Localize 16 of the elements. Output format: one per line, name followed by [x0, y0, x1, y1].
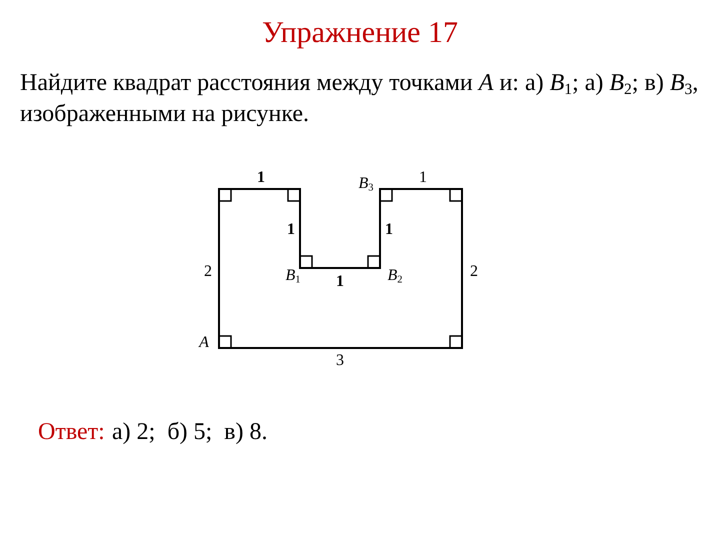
side-length: 1: [287, 222, 295, 238]
point-label: B$_{3}$: [358, 176, 374, 194]
title: Упражнение 17: [262, 18, 458, 48]
side-length: 1: [419, 170, 427, 186]
side-length: 1: [336, 274, 344, 290]
side-length: 1: [385, 222, 393, 238]
side-length: 2: [204, 264, 212, 280]
side-length: 2: [470, 264, 478, 280]
point-label: A: [199, 335, 209, 351]
problem-text: Найдите квадрат расстояния между точками A и: а) B$_{1}$; а) B$_{2}$; в) B$_{3}$, изображенными на рисунке.: [20, 69, 700, 130]
answer-heading: Ответ:: [38, 420, 105, 444]
point-label: B$_{1}$: [286, 268, 300, 286]
side-length: 1: [257, 170, 265, 186]
side-length: 3: [336, 353, 344, 369]
answer-text: а) 2; б) 5; в) 8.: [112, 420, 268, 444]
point-label: B$_{2}$: [388, 268, 402, 286]
